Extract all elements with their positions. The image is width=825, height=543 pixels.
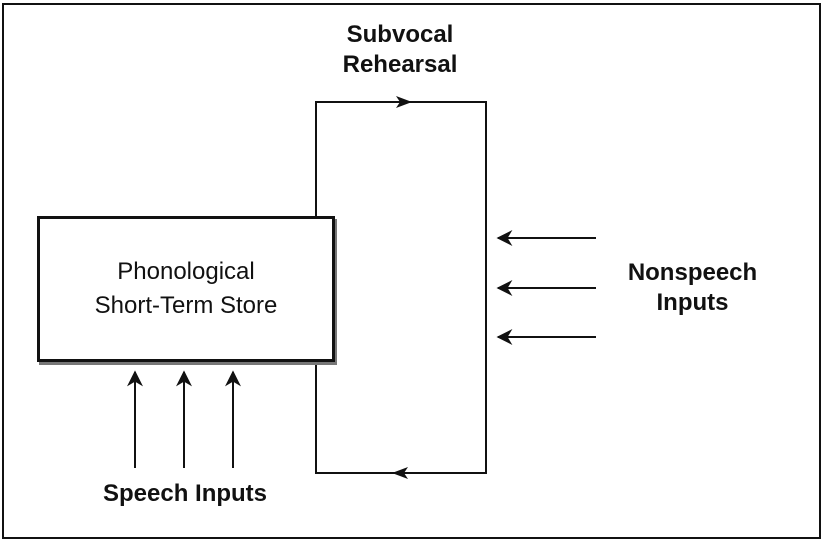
loop-bottom-arrow-icon <box>392 467 408 479</box>
rehearsal-label: Subvocal Rehearsal <box>310 20 490 80</box>
store-label-line2: Short-Term Store <box>94 292 278 319</box>
store-label-line1: Phonological <box>117 258 255 286</box>
loop-top-arrow-icon <box>396 96 412 108</box>
speech-arrows <box>127 370 241 468</box>
nonspeech-inputs-label: Nonspeech Inputs <box>600 258 785 318</box>
nonspeech-arrows <box>496 230 596 345</box>
rehearsal-loop <box>315 96 487 479</box>
nonspeech-label-line2: Inputs <box>656 289 729 316</box>
rehearsal-label-line2: Rehearsal <box>342 51 458 78</box>
nonspeech-label-line1: Nonspeech <box>627 259 758 286</box>
phonological-store-box: Phonological Short-Term Store <box>37 216 335 362</box>
rehearsal-label-line1: Subvocal <box>346 21 454 48</box>
speech-inputs-label: Speech Inputs <box>102 480 268 507</box>
